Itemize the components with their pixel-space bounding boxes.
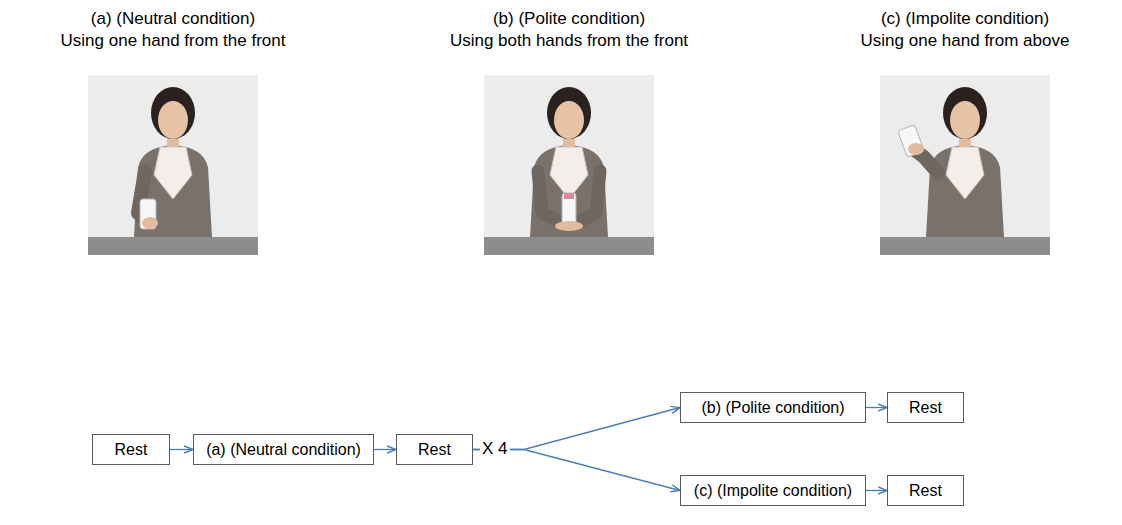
photo-polite [484, 75, 654, 255]
condition-description: Using one hand from above [861, 30, 1070, 51]
box-label: Rest [909, 481, 942, 500]
process-box: (c) (Impolite condition) [680, 475, 866, 506]
box-label: Rest [909, 398, 942, 417]
process-box: Rest [92, 434, 170, 465]
process-box: Rest [396, 434, 473, 465]
condition-heading: (b) (Polite condition) [493, 8, 645, 29]
box-label: (a) (Neutral condition) [206, 440, 361, 459]
box-label: (b) (Polite condition) [701, 398, 844, 417]
box-label: (c) (Impolite condition) [694, 481, 852, 500]
process-box: Rest [887, 392, 964, 423]
process-box: (a) (Neutral condition) [193, 434, 374, 465]
photo-neutral [88, 75, 258, 255]
flow-arrow [866, 490, 887, 491]
process-box: (b) (Polite condition) [680, 392, 866, 423]
condition-heading: (a) (Neutral condition) [91, 8, 255, 29]
flow-arrow [170, 449, 193, 450]
condition-description: Using both hands from the front [450, 30, 688, 51]
flow-arrow [866, 407, 887, 408]
process-box: Rest [887, 475, 964, 506]
photo-impolite [880, 75, 1050, 255]
box-label: Rest [418, 440, 451, 459]
box-label: Rest [115, 440, 148, 459]
condition-description: Using one hand from the front [61, 30, 286, 51]
flow-arrow [374, 449, 396, 450]
condition-heading: (c) (Impolite condition) [881, 8, 1049, 29]
repeat-count: X 4 [480, 438, 510, 459]
